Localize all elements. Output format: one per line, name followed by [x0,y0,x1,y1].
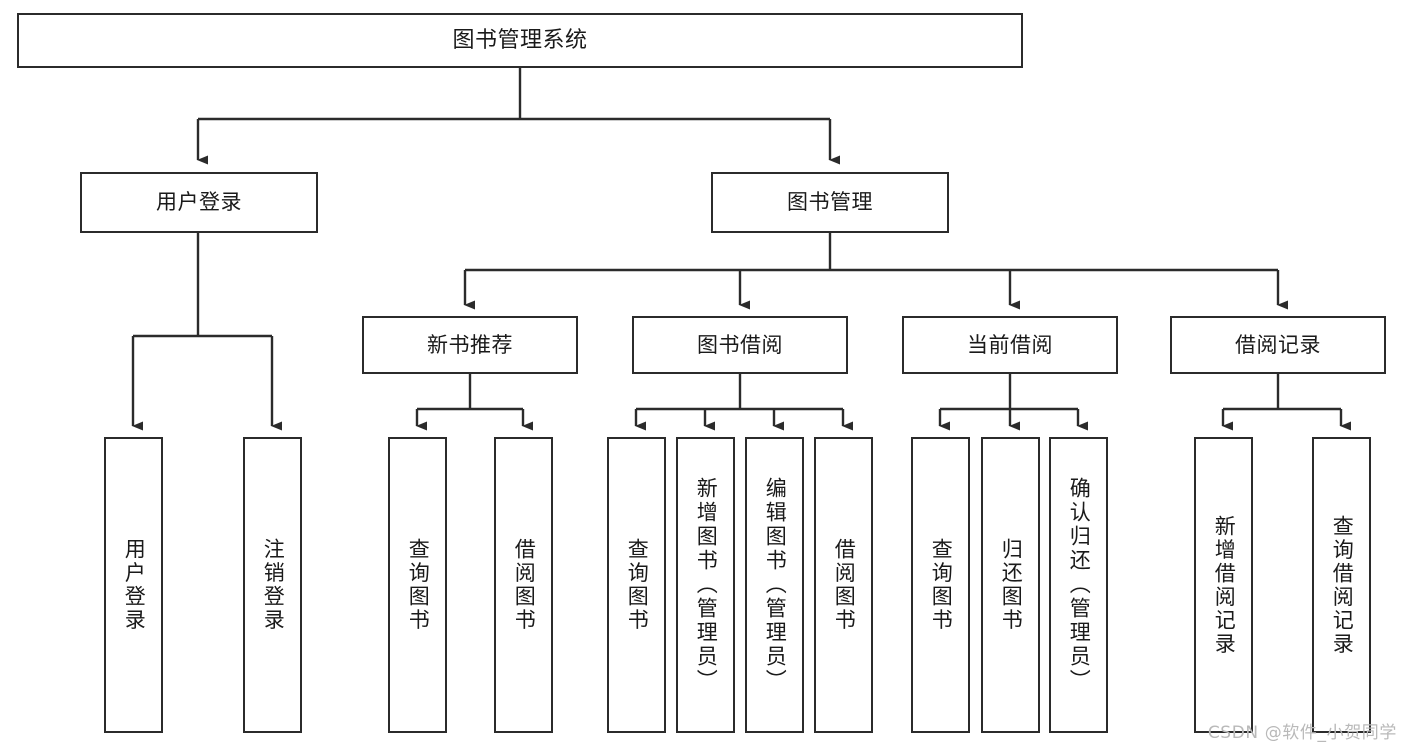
node-root-book-management-system[interactable]: 图书管理系统 [17,13,1023,68]
node-label: 编辑图书（管理员） [763,477,788,693]
node-label: 用户登录 [156,190,242,215]
node-label: 查询借阅记录 [1330,514,1355,656]
node-leaf-query-book-current[interactable]: 查询图书 [911,437,970,733]
node-leaf-logout-login[interactable]: 注销登录 [243,437,302,733]
node-label: 借阅图书 [512,538,537,632]
node-label: 新增借阅记录 [1212,514,1237,656]
node-label: 当前借阅 [967,332,1053,357]
node-label: 查询图书 [929,538,954,632]
node-leaf-edit-book[interactable]: 编辑图书（管理员） [745,437,804,733]
node-label: 查询图书 [625,538,650,632]
node-leaf-borrow-book-recommend[interactable]: 借阅图书 [494,437,553,733]
node-current-borrow[interactable]: 当前借阅 [902,316,1118,374]
node-label: 用户登录 [122,538,147,632]
node-label: 图书管理 [787,190,873,215]
node-leaf-query-book-borrow[interactable]: 查询图书 [607,437,666,733]
node-label: 新书推荐 [427,332,513,357]
node-book-borrow[interactable]: 图书借阅 [632,316,848,374]
node-leaf-return-book[interactable]: 归还图书 [981,437,1040,733]
node-label: 确认归还（管理员） [1067,477,1092,693]
node-leaf-query-borrow-record[interactable]: 查询借阅记录 [1312,437,1371,733]
node-leaf-add-book[interactable]: 新增图书（管理员） [676,437,735,733]
node-label: 归还图书 [999,538,1024,632]
node-new-book-recommend[interactable]: 新书推荐 [362,316,578,374]
node-label: 图书管理系统 [452,27,588,53]
node-label: 查询图书 [406,538,431,632]
node-label: 新增图书（管理员） [694,477,719,693]
node-leaf-add-borrow-record[interactable]: 新增借阅记录 [1194,437,1253,733]
node-leaf-user-login[interactable]: 用户登录 [104,437,163,733]
csdn-watermark: CSDN @软件_小贺同学 [1207,723,1397,743]
node-label: 借阅记录 [1235,332,1321,357]
node-user-login[interactable]: 用户登录 [80,172,318,233]
node-label: 注销登录 [261,538,286,632]
node-leaf-borrow-book[interactable]: 借阅图书 [814,437,873,733]
node-book-management[interactable]: 图书管理 [711,172,949,233]
node-borrow-record[interactable]: 借阅记录 [1170,316,1386,374]
node-leaf-confirm-return[interactable]: 确认归还（管理员） [1049,437,1108,733]
node-label: 借阅图书 [832,538,857,632]
node-leaf-query-book-recommend[interactable]: 查询图书 [388,437,447,733]
node-label: 图书借阅 [697,332,783,357]
